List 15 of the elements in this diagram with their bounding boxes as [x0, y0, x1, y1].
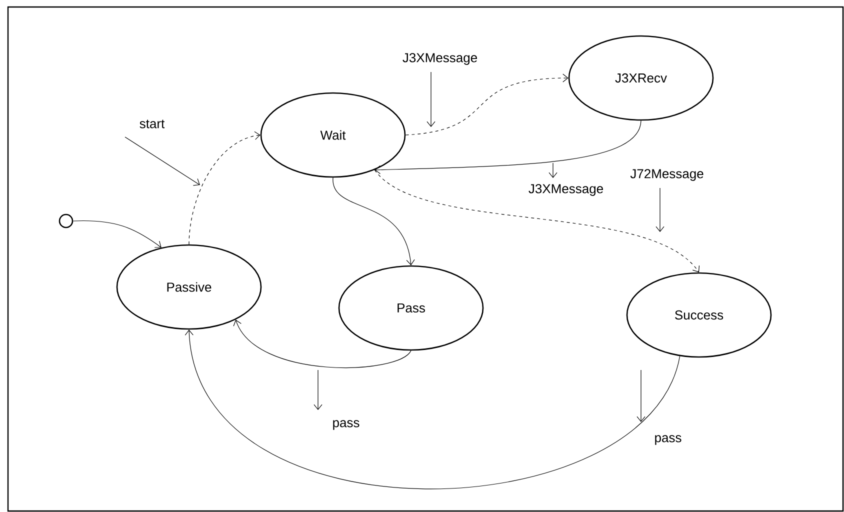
edge-label: pass	[655, 435, 682, 445]
transition-arrow	[188, 131, 260, 245]
transition-arrow	[72, 220, 162, 248]
transition-arrow	[374, 120, 642, 174]
transition-arrow	[233, 320, 412, 368]
edge-label: J3XMessage	[402, 53, 477, 65]
edge-label: J72Message	[630, 169, 704, 181]
edge-label: J3XMessage	[528, 184, 603, 196]
edge-label: pass	[333, 420, 360, 430]
edge-label: start	[140, 120, 165, 128]
transition-arrow	[184, 330, 680, 490]
transition-arrow	[332, 177, 415, 266]
transition-arrow	[405, 74, 568, 136]
initial-state-circle	[58, 214, 74, 228]
transition-arrow	[374, 170, 700, 272]
